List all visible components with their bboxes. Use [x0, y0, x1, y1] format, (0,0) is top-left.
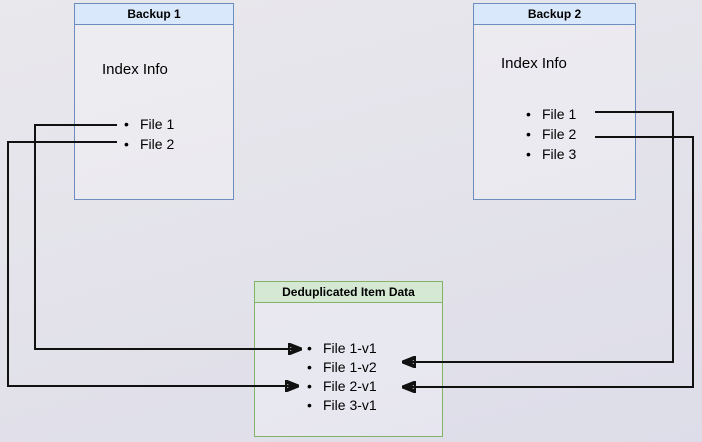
list-item: File 2 — [526, 124, 576, 144]
list-item: File 1 — [526, 104, 576, 124]
backup2-title: Backup 2 — [474, 4, 635, 25]
dedup-title: Deduplicated Item Data — [255, 282, 442, 303]
list-item: File 2 — [124, 134, 174, 154]
backup1-box: Backup 1 Index Info File 1 File 2 — [74, 3, 234, 200]
backup1-file-list: File 1 File 2 — [124, 114, 174, 154]
backup2-box: Backup 2 Index Info File 1 File 2 File 3 — [473, 3, 636, 200]
backup1-index-info-label: Index Info — [102, 61, 168, 78]
dedup-item-list: File 1-v1 File 1-v2 File 2-v1 File 3-v1 — [307, 339, 377, 415]
backup2-index-info-label: Index Info — [501, 55, 567, 72]
list-item: File 3-v1 — [307, 396, 377, 415]
backup1-title: Backup 1 — [75, 4, 233, 25]
dedup-box: Deduplicated Item Data File 1-v1 File 1-… — [254, 281, 443, 437]
list-item: File 2-v1 — [307, 377, 377, 396]
list-item: File 1 — [124, 114, 174, 134]
list-item: File 1-v1 — [307, 339, 377, 358]
list-item: File 1-v2 — [307, 358, 377, 377]
list-item: File 3 — [526, 144, 576, 164]
backup2-file-list: File 1 File 2 File 3 — [526, 104, 576, 164]
